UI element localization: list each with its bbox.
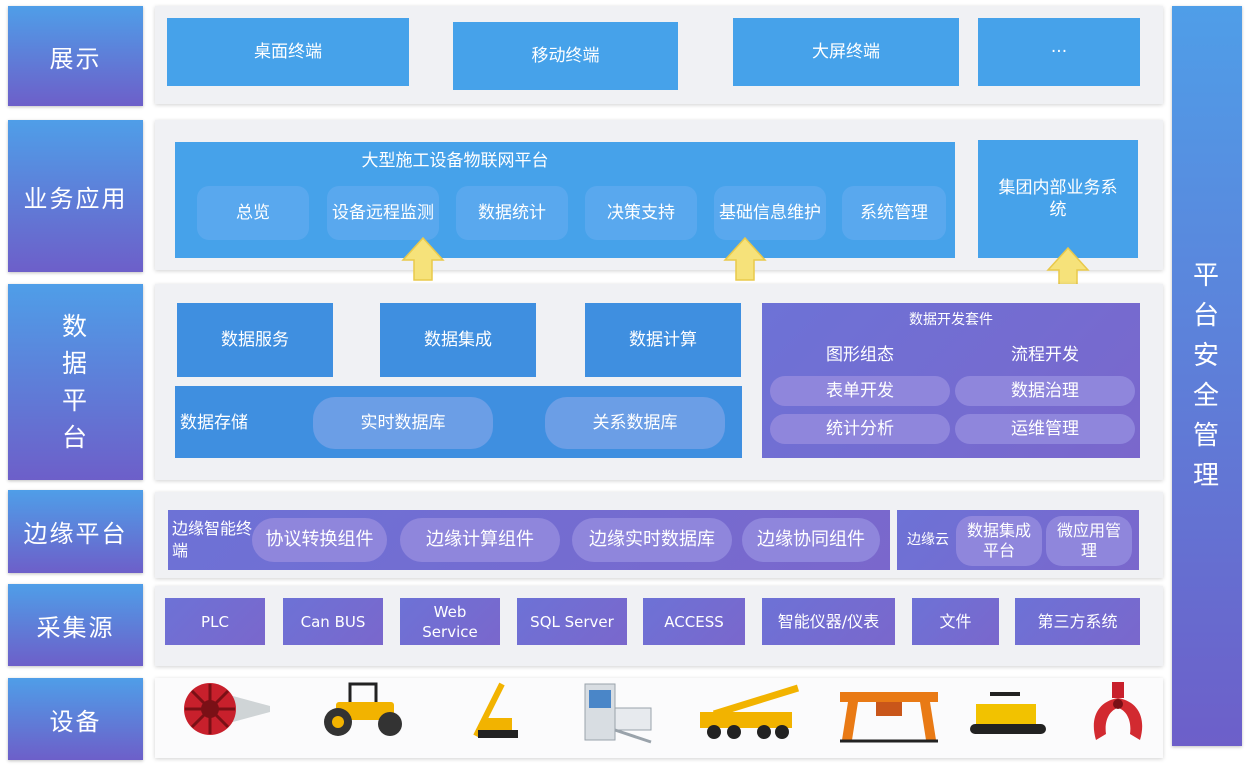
security-char: 安 [1192,341,1221,371]
gantry-crane-icon [836,684,942,744]
edge-compute-pill: 边缘计算组件 [400,518,560,562]
data-platform-char: 台 [61,423,89,452]
layer-label-device: 设备 [8,678,143,760]
edge-cloud-label: 边缘云 [907,532,949,548]
data-integration-box: 数据集成 [380,303,536,377]
desktop-terminal-box: 桌面终端 [167,18,409,86]
truck-crane-icon [694,680,804,742]
source-third-party: 第三方系统 [1015,598,1140,645]
group-business-system-box: 集团内部业务系统 [978,140,1138,258]
edge-data-integration-pill: 数据集成平台 [956,516,1042,566]
data-platform-char: 据 [61,349,89,378]
iot-platform-title: 大型施工设备物联网平台 [361,151,549,171]
module-overview: 总览 [197,186,309,240]
layer-label-source: 采集源 [8,584,143,666]
source-plc: PLC [165,598,265,645]
batching-plant-icon [575,680,657,746]
edge-terminal-label: 边缘智能终端 [172,519,253,560]
paver-icon [966,690,1048,740]
security-char: 管 [1192,421,1221,451]
module-system-management: 系统管理 [842,186,946,240]
source-sql-server: SQL Server [517,598,627,645]
security-management-bar: 平 台 安 全 管 理 [1172,6,1242,746]
kit-item-graphic-config: 图形组态 [826,345,894,365]
security-char: 台 [1192,301,1221,331]
data-compute-box: 数据计算 [585,303,741,377]
data-dev-kit-title: 数据开发套件 [909,312,993,328]
realtime-database-pill: 实时数据库 [313,397,493,449]
kit-item-statistical-analysis: 统计分析 [770,414,950,444]
up-arrow-icon [401,236,445,282]
source-web-service: Web Service [400,598,500,645]
data-storage-label: 数据存储 [180,413,248,433]
data-service-box: 数据服务 [177,303,333,377]
module-remote-monitoring: 设备远程监测 [327,186,439,240]
more-terminals-box: ··· [978,18,1140,86]
layer-label-display: 展示 [8,6,143,106]
grab-bucket-icon [1082,680,1154,744]
edge-realtime-db-pill: 边缘实时数据库 [572,518,732,562]
source-access: ACCESS [643,598,745,645]
kit-item-process-dev: 流程开发 [1011,345,1079,365]
source-file: 文件 [912,598,999,645]
kit-item-data-governance: 数据治理 [955,376,1135,406]
source-smart-instrument: 智能仪器/仪表 [762,598,895,645]
mobile-terminal-box: 移动终端 [453,22,678,90]
data-platform-char: 平 [61,386,89,415]
tunnel-boring-machine-icon [180,680,272,738]
security-char: 平 [1192,261,1221,291]
edge-collaboration-pill: 边缘协同组件 [742,518,880,562]
security-char: 理 [1192,461,1221,491]
big-screen-terminal-box: 大屏终端 [733,18,959,86]
layer-label-edge: 边缘平台 [8,490,143,573]
module-decision-support: 决策支持 [585,186,697,240]
up-arrow-icon [723,236,767,282]
security-char: 全 [1192,381,1221,411]
road-roller-icon [316,680,408,738]
data-platform-char: 数 [61,312,89,341]
layer-label-data-platform: 数 据 平 台 [8,284,143,480]
module-basic-info-maintenance: 基础信息维护 [714,186,826,240]
edge-micro-app-pill: 微应用管理 [1046,516,1132,566]
source-can-bus: Can BUS [283,598,383,645]
layer-label-business: 业务应用 [8,120,143,272]
relational-database-pill: 关系数据库 [545,397,725,449]
module-data-statistics: 数据统计 [456,186,568,240]
edge-protocol-conversion-pill: 协议转换组件 [252,518,387,562]
kit-item-form-dev: 表单开发 [770,376,950,406]
kit-item-ops-management: 运维管理 [955,414,1135,444]
drilling-rig-icon [462,680,524,742]
